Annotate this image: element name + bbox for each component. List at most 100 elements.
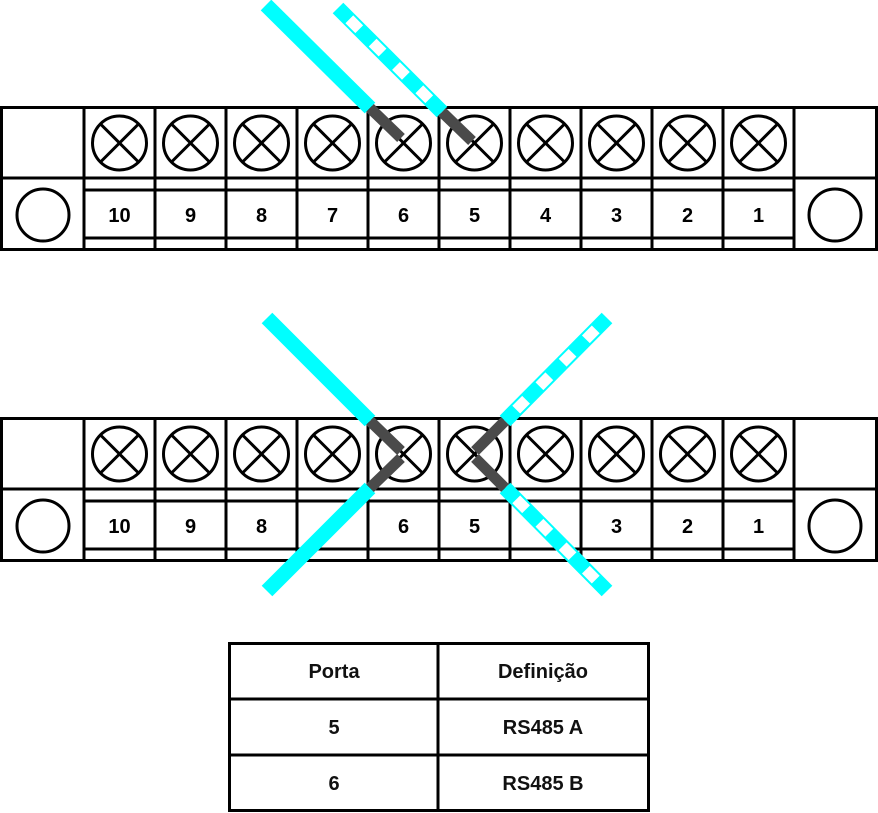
- screw-cross: [99, 433, 140, 475]
- screw-cross: [454, 122, 495, 164]
- screw-icon: [233, 114, 290, 172]
- terminal-number: 10: [108, 516, 130, 538]
- screw-cross: [738, 433, 779, 475]
- screw-icon: [304, 114, 361, 172]
- cell-definition: RS485 A: [503, 717, 583, 739]
- terminal-screw: [588, 425, 645, 483]
- terminal-screw: [588, 114, 645, 172]
- terminal-number: 9: [185, 205, 196, 227]
- mounting-hole-left: [15, 187, 71, 243]
- wire-solid-terminal-6: [260, 0, 405, 142]
- wire-insulation: [261, 482, 376, 597]
- wire-insulation: [261, 312, 376, 427]
- wire-lead: [438, 108, 476, 145]
- screw-icon: [730, 425, 787, 483]
- wire-lead: [366, 454, 405, 492]
- screw-icon: [91, 425, 148, 483]
- cell-port: 5: [328, 717, 339, 739]
- terminal-number: 1: [753, 205, 764, 227]
- screw-icon: [304, 425, 361, 483]
- screw-cross: [596, 122, 637, 164]
- terminal-number: 9: [185, 516, 196, 538]
- terminal-screw: [659, 425, 716, 483]
- screw-cross: [241, 122, 282, 164]
- wire-lead: [471, 454, 509, 492]
- screw-cross: [738, 122, 779, 164]
- screw-cross: [170, 433, 211, 475]
- screw-icon: [517, 114, 574, 172]
- terminal-number: 6: [398, 205, 409, 227]
- screw-icon: [375, 425, 432, 483]
- terminal-screw: [517, 114, 574, 172]
- screw-cross: [312, 122, 353, 164]
- terminal-screw: [162, 425, 219, 483]
- terminal-number: 5: [469, 205, 480, 227]
- screw-cross: [667, 122, 708, 164]
- header-definicao: Definição: [498, 661, 588, 683]
- screw-icon: [659, 114, 716, 172]
- wire-solid-upper-terminal-6: [261, 312, 405, 455]
- cell-definition: RS485 B: [502, 773, 583, 795]
- mounting-hole-left: [15, 498, 71, 554]
- screw-cross: [525, 433, 566, 475]
- wire-lead: [471, 417, 509, 455]
- terminal-screw: [659, 114, 716, 172]
- terminal-screw: [162, 114, 219, 172]
- wire-stripe: [501, 484, 611, 595]
- screw-cross: [241, 433, 282, 475]
- screw-cross: [596, 433, 637, 475]
- terminal-number: 5: [469, 516, 480, 538]
- terminal-number: 8: [256, 205, 267, 227]
- port-definition-table: Porta Definição 5 RS485 A 6 RS485 B: [228, 642, 650, 812]
- terminal-screw: [233, 114, 290, 172]
- cell-port: 6: [328, 773, 339, 795]
- terminal-number: 7: [327, 205, 338, 227]
- terminal-screw: [304, 114, 361, 172]
- terminal-number: 6: [398, 516, 409, 538]
- screw-cross: [667, 433, 708, 475]
- terminal-number: 1: [753, 516, 764, 538]
- mounting-hole-right: [807, 187, 863, 243]
- screw-cross: [99, 122, 140, 164]
- screw-cross: [170, 122, 211, 164]
- wire-stripe: [334, 4, 446, 116]
- terminal-screw: [517, 425, 574, 483]
- wire-striped-terminal-5: [332, 2, 476, 145]
- wire-striped-lower-terminal-5: [471, 454, 613, 597]
- terminal-number: 8: [256, 516, 267, 538]
- terminal-number: 10: [108, 205, 130, 227]
- terminal-number: 4: [540, 205, 552, 227]
- screw-icon: [162, 114, 219, 172]
- screw-icon: [517, 425, 574, 483]
- screw-icon: [233, 425, 290, 483]
- terminal-block-crossed: 10 9 8 6 5 3 2 1: [0, 417, 878, 562]
- screw-cross: [312, 433, 353, 475]
- terminal-screw: [304, 425, 361, 483]
- screw-icon: [659, 425, 716, 483]
- terminal-screw: [233, 425, 290, 483]
- wire-lead: [366, 104, 405, 142]
- terminal-number: 2: [682, 205, 693, 227]
- terminal-screw: [730, 425, 787, 483]
- wire-stripe: [501, 314, 611, 425]
- screw-icon: [588, 114, 645, 172]
- screw-icon: [375, 114, 432, 172]
- wire-lead: [366, 417, 405, 455]
- terminal-number: 3: [611, 516, 622, 538]
- screw-icon: [162, 425, 219, 483]
- screw-cross: [525, 122, 566, 164]
- screw-icon: [446, 114, 503, 172]
- screw-icon: [91, 114, 148, 172]
- wire-striped-upper-terminal-5: [471, 312, 613, 455]
- screw-icon: [588, 425, 645, 483]
- mounting-hole-right: [807, 498, 863, 554]
- terminal-number: 2: [682, 516, 693, 538]
- wire-insulation: [260, 0, 376, 114]
- screw-icon: [446, 425, 503, 483]
- terminal-screw: [91, 114, 148, 172]
- terminal-screw: [91, 425, 148, 483]
- header-porta: Porta: [308, 661, 360, 683]
- terminal-screw: [730, 114, 787, 172]
